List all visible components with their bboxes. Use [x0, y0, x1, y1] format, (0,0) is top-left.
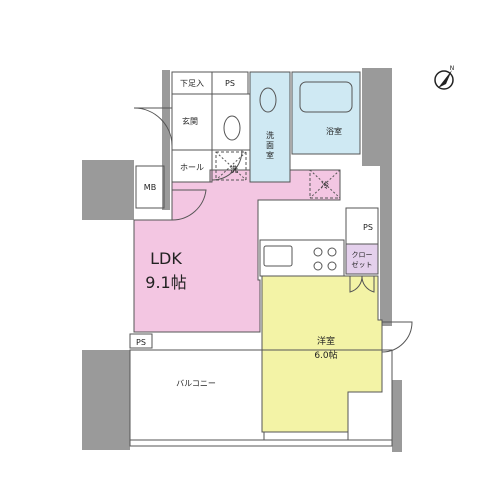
washer-space-icon [215, 151, 247, 181]
ldk-door-icon [171, 189, 207, 221]
closet-area [345, 243, 379, 275]
bathroom-area [291, 71, 361, 155]
closet-label: クロー ゼット [352, 251, 373, 269]
stove-burner-icon-1 [313, 247, 323, 257]
bathroom-label: 浴室 [326, 126, 342, 136]
storage-label: 下足入 [180, 79, 204, 88]
washbasin-icon [223, 115, 241, 141]
western-size-label: 6.0帖 [314, 349, 337, 361]
toilet-box [211, 93, 251, 151]
hall-label: ホール [180, 163, 204, 172]
stove-burner-icon-2 [327, 247, 337, 257]
ldk-label: LDK [150, 249, 182, 268]
mb-box [135, 165, 165, 209]
kitchen-counter [259, 239, 345, 277]
ps-bottom-box [129, 333, 153, 349]
closet-label-line1: クロー [352, 251, 373, 259]
compass-arrow-icon [438, 70, 452, 88]
left-column-upper [82, 160, 134, 220]
right-column-lower [380, 166, 392, 326]
mb-label: MB [144, 183, 156, 192]
washer-label: 洗 [230, 164, 238, 174]
right-column-upper [362, 68, 392, 166]
washroom-label-char-2: 面 [266, 141, 274, 150]
room-labels: 下足入 PS 玄関 ホール 洗 MB 冷 浴室 PS PS バルコニー LDK … [136, 79, 373, 388]
room-fills [133, 71, 383, 433]
ps-right-label: PS [363, 223, 373, 232]
ps-bottom-label: PS [136, 338, 146, 347]
compass-north-label: N [450, 65, 455, 72]
ldk-size-label: 9.1帖 [145, 273, 186, 292]
compass: N [434, 65, 455, 90]
balcony-label: バルコニー [176, 379, 216, 388]
fridge-space-icon [309, 169, 341, 199]
fridge-cross-b [309, 169, 341, 199]
balcony-inner-strip [263, 431, 349, 441]
washroom-label-char-1: 洗 [266, 130, 274, 140]
washroom-area [249, 71, 291, 183]
ps-top-label: PS [225, 79, 235, 88]
washroom-vertical-label: 洗 面 室 [266, 130, 274, 160]
washroom-label-char-3: 室 [266, 150, 274, 160]
entrance-door-icon [133, 107, 173, 147]
structural-walls [82, 68, 402, 452]
compass-circle-icon [434, 70, 454, 90]
ps-right-box [345, 207, 379, 245]
toilet-icon [259, 87, 277, 113]
western-label: 洋室 [317, 335, 335, 347]
stove-burner-icon-4 [327, 261, 337, 271]
stove-burner-icon-3 [313, 261, 323, 271]
kitchen-sink-icon [263, 245, 293, 267]
entrance-label: 玄関 [182, 116, 198, 126]
bottom-right-column [392, 380, 402, 452]
closet-label-line2: ゼット [352, 260, 373, 269]
closet-door-icon-right [361, 275, 375, 293]
fridge-label: 冷 [321, 180, 329, 190]
fixtures [215, 81, 353, 271]
washer-cross-b [215, 151, 247, 181]
top-left-wall [162, 70, 170, 210]
toilet-door-icon [211, 149, 243, 181]
doors [133, 107, 413, 353]
left-column-lower [82, 350, 130, 450]
western-door-icon [381, 321, 413, 353]
balcony-outline [129, 349, 393, 447]
ldk-area [133, 169, 341, 333]
room-outlines [129, 71, 393, 447]
bathtub-icon [299, 81, 353, 113]
